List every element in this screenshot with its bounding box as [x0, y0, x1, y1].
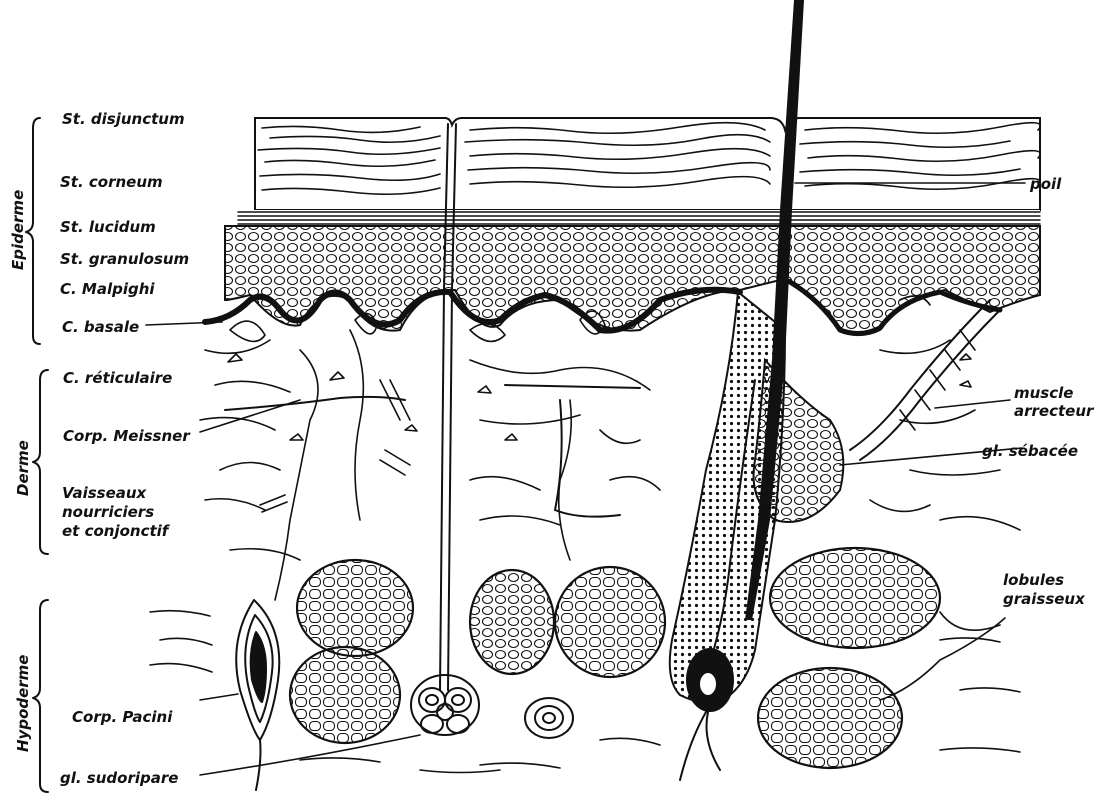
stratum-lucidum: [238, 210, 1040, 226]
label-muscle-line1: muscle: [1014, 384, 1073, 402]
hypoderme-bracket: [33, 600, 48, 792]
label-vaisseaux-line3: et conjonctif: [62, 522, 171, 540]
label-gl-sudoripare: gl. sudoripare: [60, 769, 178, 787]
label-c-malpighi: C. Malpighi: [60, 280, 155, 298]
pacinian-corpuscle: [236, 600, 279, 790]
stratum-granulosum-malpighi: [225, 226, 1040, 335]
label-st-granulosum: St. granulosum: [60, 250, 189, 268]
label-c-reticulaire: C. réticulaire: [63, 369, 172, 387]
label-st-lucidum: St. lucidum: [60, 218, 156, 236]
derme-label: Derme: [14, 440, 32, 496]
epiderme-label: Epiderme: [9, 190, 27, 270]
sweat-gland-cross-section: [525, 698, 573, 738]
hypoderme-label: Hypoderme: [14, 655, 32, 753]
derme-bracket: [33, 370, 48, 554]
arrector-muscle-edge: [860, 310, 1000, 460]
label-corp-pacini: Corp. Pacini: [72, 708, 173, 726]
label-c-basale: C. basale: [62, 318, 139, 336]
epiderme-bracket: [26, 118, 40, 344]
sebaceous-gland: [754, 360, 844, 522]
label-gl-sebacee: gl. sébacée: [982, 442, 1078, 460]
label-corp-meissner: Corp. Meissner: [63, 427, 191, 445]
dermal-vessel-3: [555, 400, 620, 517]
label-vaisseaux-line1: Vaisseaux: [62, 484, 148, 502]
dermal-vessel-2: [505, 385, 640, 388]
label-vaisseaux-line2: nourriciers: [62, 503, 154, 521]
label-st-corneum: St. corneum: [60, 173, 163, 191]
label-muscle-line2: arrecteur: [1014, 402, 1095, 420]
fat-lobules: [290, 548, 940, 768]
label-lobules-line1: lobules: [1003, 571, 1064, 589]
sweat-gland-coil: [411, 675, 479, 735]
label-poil: poil: [1029, 175, 1062, 193]
label-st-disjunctum: St. disjunctum: [62, 110, 185, 128]
stratum-corneum: [255, 118, 1040, 210]
label-lobules-line2: graisseux: [1003, 590, 1086, 608]
